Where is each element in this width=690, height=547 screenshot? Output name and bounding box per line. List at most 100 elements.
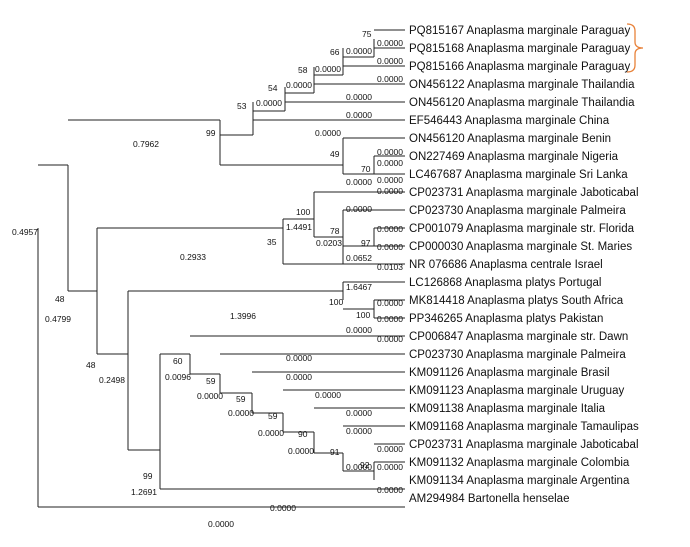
taxon-label: CP006847 Anaplasma marginale str. Dawn xyxy=(409,331,628,343)
branch-value-label: 0.2933 xyxy=(180,252,206,262)
branch-value-label: 0.0000 xyxy=(377,147,403,157)
branch-value-label: 0.0000 xyxy=(377,74,403,84)
branch-value-label: 0.0000 xyxy=(377,158,403,168)
branch-value-label: 0.0000 xyxy=(377,175,403,185)
branch-value-label: 0.0000 xyxy=(315,64,341,74)
taxon-label: ON456122 Anaplasma marginale Thailandia xyxy=(409,79,635,91)
taxon-label: CP001079 Anaplasma marginale str. Florid… xyxy=(409,223,635,235)
taxon-label: ON227469 Anaplasma marginale Nigeria xyxy=(409,151,619,163)
branch-value-label: 59 xyxy=(206,376,216,386)
paraguay-clade-bracket xyxy=(626,23,644,73)
branch-value-label: 100 xyxy=(356,310,370,320)
tree-branches xyxy=(37,29,405,508)
taxon-label: PP346265 Anaplasma platys Pakistan xyxy=(409,313,603,325)
branch-value-label: 75 xyxy=(362,29,372,39)
branch-value-label: 49 xyxy=(330,149,340,159)
branch-value-label: 99 xyxy=(143,471,153,481)
taxon-label: CP023731 Anaplasma marginale Jaboticabal xyxy=(409,187,639,199)
branch-value-label: 0.0000 xyxy=(197,391,223,401)
taxon-label: PQ815168 Anaplasma marginale Paraguay xyxy=(409,43,630,55)
branch-value-label: 0.0000 xyxy=(270,503,296,513)
branch-value-label: 0.0000 xyxy=(208,519,234,529)
branch-value-label: 0.4799 xyxy=(45,314,71,324)
branch-value-label: 0.0000 xyxy=(315,390,341,400)
branch-value-label: 100 xyxy=(329,297,343,307)
branch-value-label: 58 xyxy=(298,65,308,75)
branch-value-label: 48 xyxy=(55,294,65,304)
taxon-label: CP000030 Anaplasma marginale St. Maries xyxy=(409,241,632,253)
branch-value-label: 0.0652 xyxy=(346,253,372,263)
branch-value-label: 0.0000 xyxy=(346,426,372,436)
taxon-label: EF546443 Anaplasma marginale China xyxy=(409,115,610,127)
branch-value-label: 100 xyxy=(296,207,310,217)
branch-value-label: 59 xyxy=(268,411,278,421)
branch-value-label: 0.0000 xyxy=(346,46,372,56)
taxon-label: KM091134 Anaplasma marginale Argentina xyxy=(409,475,630,487)
branch-value-label: 0.0000 xyxy=(377,56,403,66)
branch-value-label: 78 xyxy=(330,226,340,236)
branch-value-label: 0.0203 xyxy=(316,238,342,248)
branch-value-label: 48 xyxy=(86,360,96,370)
branch-value-label: 1.3996 xyxy=(230,311,256,321)
branch-value-label: 0.0000 xyxy=(346,110,372,120)
branch-value-label: 1.2691 xyxy=(131,487,157,497)
taxon-label: KM091126 Anaplasma marginale Brasil xyxy=(409,367,610,379)
taxon-label: MK814418 Anaplasma platys South Africa xyxy=(409,295,624,307)
branch-value-label: 60 xyxy=(173,356,183,366)
taxon-label: KM091123 Anaplasma marginale Uruguay xyxy=(409,385,624,397)
branch-value-label: 0.7962 xyxy=(133,139,159,149)
branch-value-label: 0.0096 xyxy=(165,372,191,382)
taxon-label: KM091138 Anaplasma marginale Italia xyxy=(409,403,606,415)
branch-value-label: 0.0000 xyxy=(377,462,403,472)
branch-value-label: 0.0000 xyxy=(258,428,284,438)
taxon-label: KM091168 Anaplasma marginale Tamaulipas xyxy=(409,421,639,433)
taxon-labels: PQ815167 Anaplasma marginale ParaguayPQ8… xyxy=(409,25,639,505)
branch-value-label: 90 xyxy=(298,429,308,439)
branch-value-label: 0.0000 xyxy=(346,408,372,418)
branch-value-label: 91 xyxy=(330,447,340,457)
branch-value-label: 0.0000 xyxy=(286,372,312,382)
branch-value-label: 0.0000 xyxy=(377,224,403,234)
taxon-label: KM091132 Anaplasma marginale Colombia xyxy=(409,457,630,469)
taxon-label: CP023730 Anaplasma marginale Palmeira xyxy=(409,205,626,217)
branch-value-label: 0.0000 xyxy=(377,242,403,252)
taxon-label: ON456120 Anaplasma marginale Benin xyxy=(409,133,611,145)
branch-value-label: 35 xyxy=(267,237,277,247)
taxon-label: CP023731 Anaplasma marginale Jaboticabal xyxy=(409,439,639,451)
branch-value-label: 97 xyxy=(361,238,371,248)
taxon-label: PQ815167 Anaplasma marginale Paraguay xyxy=(409,25,630,37)
branch-value-label: 0.0000 xyxy=(377,38,403,48)
taxon-label: AM294984 Bartonella henselae xyxy=(409,493,569,505)
branch-value-label: 0.0000 xyxy=(256,98,282,108)
branch-value-label: 0.0000 xyxy=(315,128,341,138)
branch-value-label: 0.0000 xyxy=(288,446,314,456)
branch-value-label: 0.0000 xyxy=(377,298,403,308)
branch-value-label: 0.0000 xyxy=(377,444,403,454)
branch-value-label: 0.0000 xyxy=(346,92,372,102)
taxon-label: CP023730 Anaplasma marginale Palmeira xyxy=(409,349,626,361)
taxon-label: LC467687 Anaplasma marginale Sri Lanka xyxy=(409,169,628,181)
branch-value-label: 54 xyxy=(268,83,278,93)
branch-value-label: 0.0000 xyxy=(377,314,403,324)
taxon-label: NR 076686 Anaplasma centrale Israel xyxy=(409,259,603,271)
branch-value-label: 0.0103 xyxy=(377,262,403,272)
branch-value-label: 70 xyxy=(361,164,371,174)
branch-value-label: 0.0000 xyxy=(286,353,312,363)
taxon-label: PQ815166 Anaplasma marginale Paraguay xyxy=(409,61,630,73)
branch-value-label: 0.0000 xyxy=(377,186,403,196)
branch-value-label: 66 xyxy=(330,47,340,57)
branch-value-label: 53 xyxy=(237,101,247,111)
taxon-label: ON456120 Anaplasma marginale Thailandia xyxy=(409,97,635,109)
taxon-label: LC126868 Anaplasma platys Portugal xyxy=(409,277,601,289)
branch-value-label: 0.0000 xyxy=(377,485,403,495)
branch-value-label: 99 xyxy=(206,128,216,138)
branch-value-label: 59 xyxy=(236,394,246,404)
branch-value-label: 1.6467 xyxy=(346,282,372,292)
branch-value-label: 1.4491 xyxy=(286,222,312,232)
branch-value-label: 0.0000 xyxy=(346,177,372,187)
branch-value-label: 0.0000 xyxy=(228,408,254,418)
branch-value-label: 92 xyxy=(360,460,370,470)
branch-value-label: 0.0000 xyxy=(377,334,403,344)
